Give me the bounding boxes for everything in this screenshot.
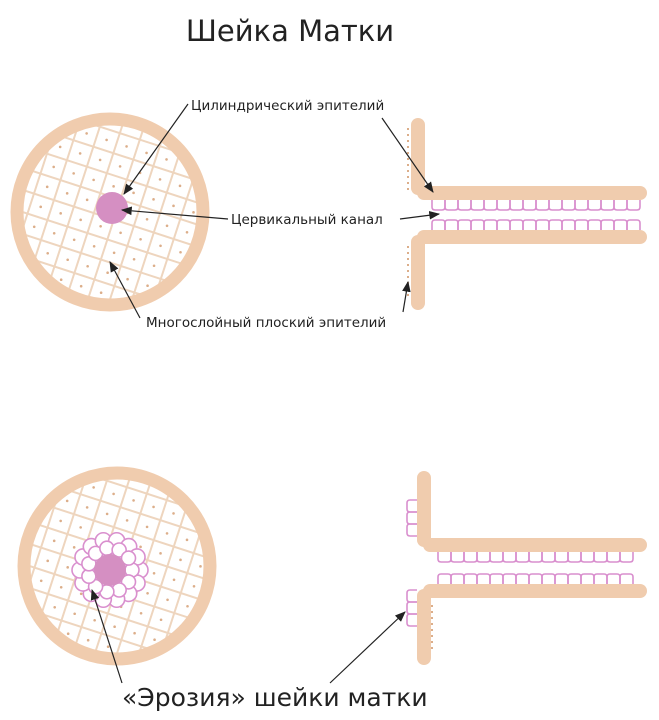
arrow-squamous-to-side	[402, 280, 411, 313]
erosion-caption: «Эрозия» шейки матки	[122, 683, 428, 712]
erosion-cervix-side-view	[406, 471, 647, 665]
page-title: Шейка Матки	[186, 14, 394, 48]
erosion-cervix-front-view	[17, 466, 217, 666]
label-squamous-epithelium: Многослойный плоский эпителий	[146, 315, 386, 331]
normal-cervix-front-view	[10, 112, 210, 312]
cervix-ring-erosion	[17, 466, 217, 666]
arrow-columnar-to-os	[123, 103, 189, 195]
arrow-canal-to-os	[120, 206, 229, 220]
arrow-erosion-to-face	[90, 588, 123, 684]
label-cervical-canal: Цервикальный канал	[231, 212, 383, 228]
arrow-squamous-to-face	[109, 261, 141, 319]
erosion-zone	[71, 531, 149, 609]
label-columnar-epithelium: Цилиндрический эпителий	[191, 98, 384, 114]
bottom-arrows	[90, 588, 406, 684]
normal-cervix-side-view	[407, 118, 647, 310]
top-arrows	[109, 103, 441, 319]
arrow-erosion-to-side	[329, 611, 406, 684]
arrow-canal-to-side	[399, 210, 441, 220]
arrow-columnar-to-canal	[381, 117, 434, 193]
external-os	[96, 192, 128, 224]
cervix-ring	[10, 112, 210, 312]
external-os-erosion	[94, 554, 126, 586]
